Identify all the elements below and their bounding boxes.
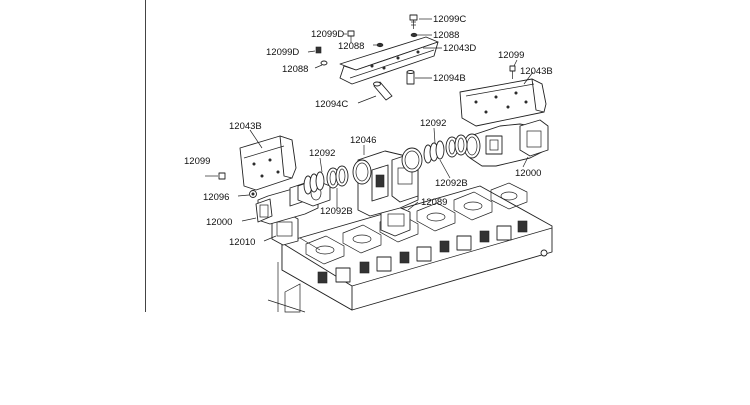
label-12099D-left: 12099D	[266, 47, 299, 58]
label-12043B-right: 12043B	[520, 66, 553, 77]
rear-manifold-section	[463, 119, 549, 167]
hardware-parts	[218, 14, 516, 198]
leader-lines	[205, 18, 534, 242]
label-12092-right: 12092	[420, 118, 446, 129]
label-12043D: 12043D	[443, 43, 476, 54]
label-12092B-right: 12092B	[435, 178, 468, 189]
right-heat-shield-12043B	[459, 78, 547, 127]
label-12010: 12010	[229, 237, 255, 248]
label-12096: 12096	[203, 192, 229, 203]
label-12092-left: 12092	[309, 148, 335, 159]
label-12043B-left: 12043B	[229, 121, 262, 132]
seal-rings	[303, 134, 468, 195]
label-12099C: 12099C	[433, 14, 466, 25]
frame-border-line	[145, 0, 146, 312]
top-heat-shield-12043D	[339, 36, 439, 85]
label-12094B: 12094B	[433, 73, 466, 84]
label-12089: 12089	[421, 197, 447, 208]
label-12088-left: 12088	[282, 64, 308, 75]
label-12099-right: 12099	[498, 50, 524, 61]
left-heat-shield-12043B	[239, 135, 297, 191]
part-labels: 12099C 12099D 12088 12088 12043D 12099D …	[184, 14, 553, 248]
center-manifold-section	[352, 147, 423, 217]
label-12092B-left: 12092B	[320, 206, 353, 217]
label-12099D-top: 12099D	[311, 29, 344, 40]
label-12000-left: 12000	[206, 217, 232, 228]
label-12099-left: 12099	[184, 156, 210, 167]
label-12088-mid: 12088	[338, 41, 364, 52]
label-12046: 12046	[350, 135, 376, 146]
label-12094C: 12094C	[315, 99, 348, 110]
label-12088-top: 12088	[433, 30, 459, 41]
label-12000-right: 12000	[515, 168, 541, 179]
